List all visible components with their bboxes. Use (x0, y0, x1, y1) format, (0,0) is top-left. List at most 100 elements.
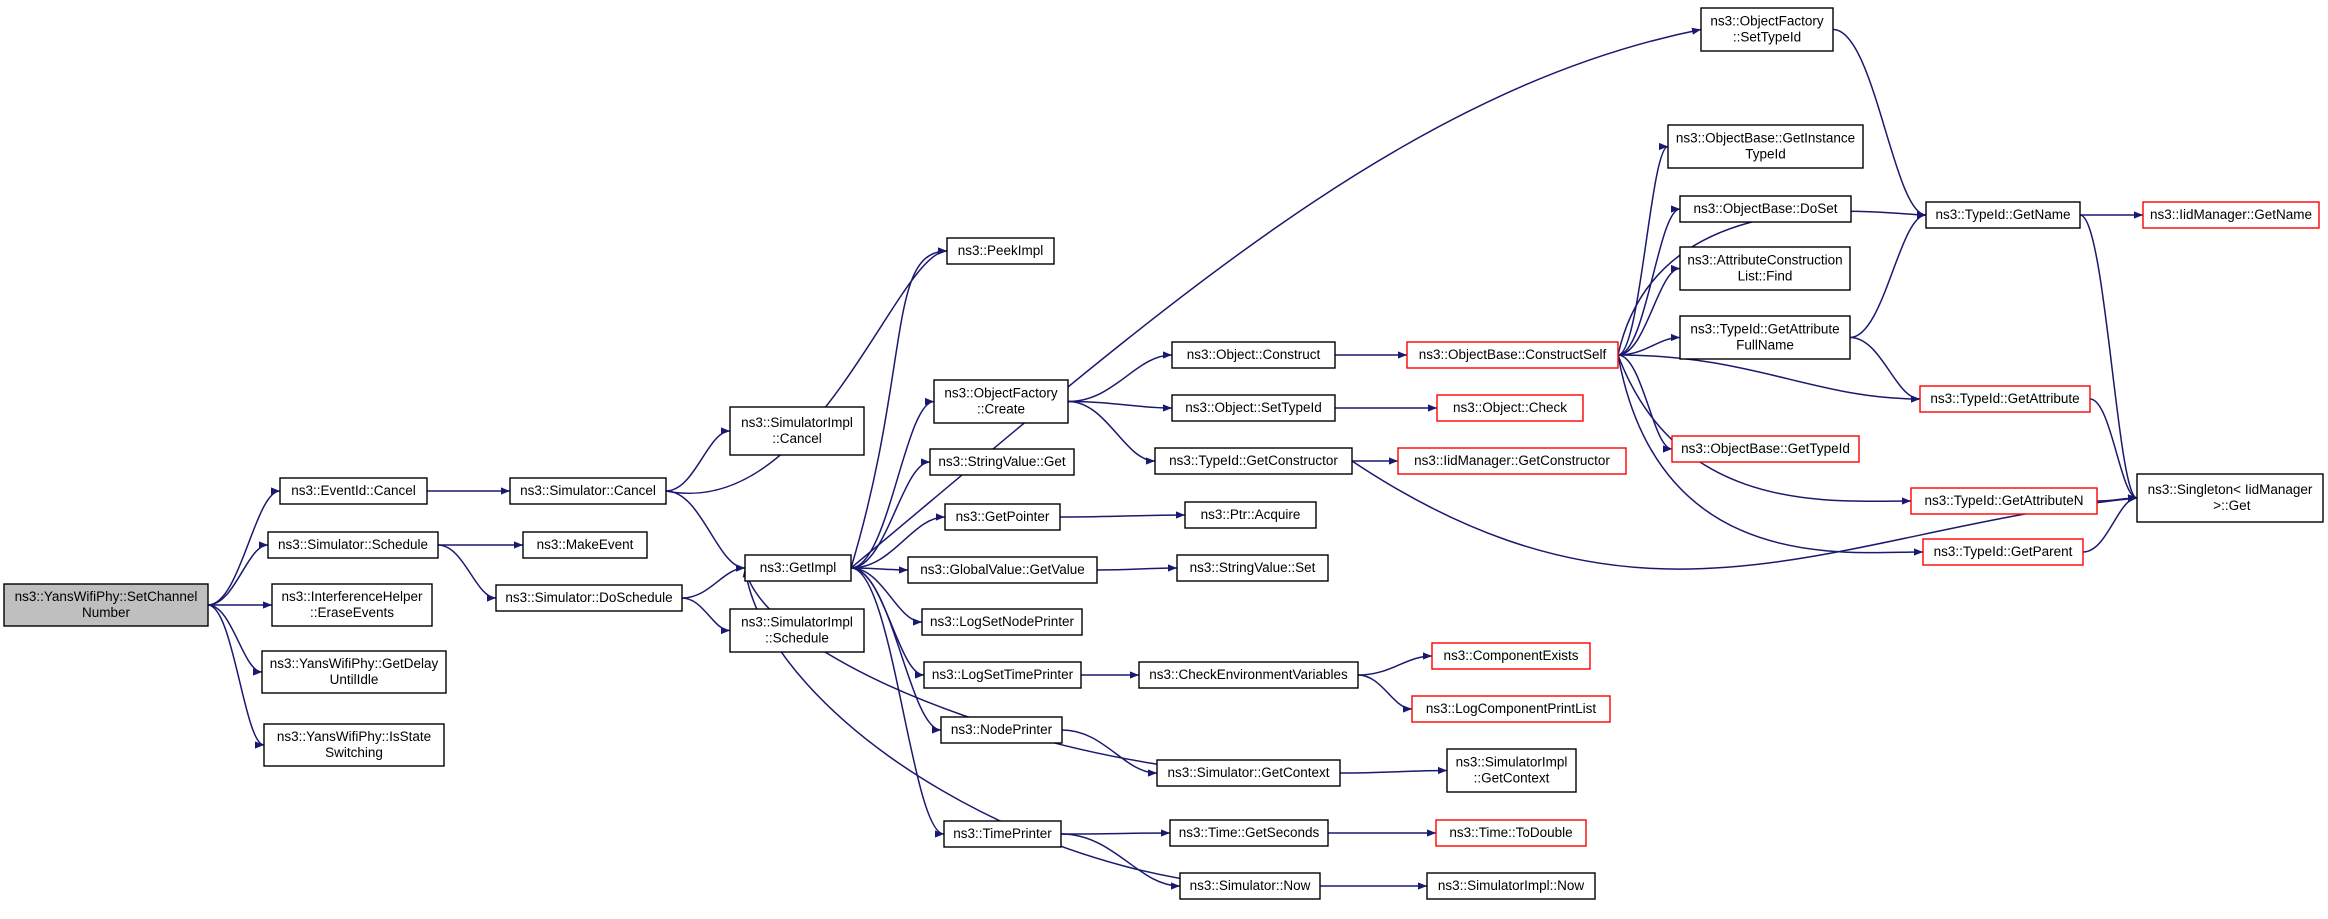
node-box[interactable] (1436, 394, 1584, 422)
graph-node-n34[interactable]: ns3::ComponentExists (1431, 642, 1591, 670)
node-box[interactable] (1925, 201, 2081, 229)
node-box[interactable] (940, 716, 1063, 744)
graph-node-n10[interactable]: ns3::GetImpl (744, 554, 852, 582)
graph-node-n43[interactable]: ns3::ObjectBase::GetTypeId (1671, 435, 1860, 463)
node-box[interactable] (1406, 341, 1619, 369)
graph-node-n45[interactable]: ns3::TypeId::GetAttribute (1919, 385, 2091, 413)
graph-node-n49[interactable]: ns3::Singleton< IidManager >::Get (2136, 473, 2324, 523)
graph-node-n37[interactable]: ns3::Time::ToDouble (1435, 819, 1587, 847)
node-box[interactable] (279, 477, 428, 505)
graph-node-n32[interactable]: ns3::Object::Check (1436, 394, 1584, 422)
graph-node-n17[interactable]: ns3::LogSetNodePrinter (921, 608, 1083, 636)
node-box[interactable] (263, 723, 445, 767)
node-box[interactable] (509, 477, 667, 505)
node-box[interactable] (1156, 759, 1341, 787)
graph-node-n7[interactable]: ns3::MakeEvent (522, 531, 648, 559)
node-box[interactable] (2142, 201, 2320, 229)
node-box[interactable] (522, 531, 648, 559)
graph-node-n21[interactable]: ns3::ObjectFactory::SetTypeId (1700, 7, 1834, 52)
node-box[interactable] (1184, 501, 1317, 529)
node-box[interactable] (1679, 195, 1852, 223)
graph-node-n46[interactable]: ns3::TypeId::GetAttributeN (1910, 487, 2098, 515)
node-box[interactable] (921, 608, 1083, 636)
node-box[interactable] (929, 448, 1075, 476)
graph-node-n15[interactable]: ns3::GetPointer (944, 503, 1061, 531)
node-box[interactable] (729, 406, 865, 456)
node-box[interactable] (1397, 447, 1627, 475)
graph-node-n48[interactable]: ns3::IidManager::GetName (2142, 201, 2320, 229)
graph-node-n22[interactable]: ns3::Object::Construct (1171, 341, 1336, 369)
node-box[interactable] (1411, 695, 1611, 723)
graph-node-n30[interactable]: ns3::Simulator::Now (1179, 872, 1321, 900)
graph-node-n6[interactable]: ns3::Simulator::Cancel (509, 477, 667, 505)
graph-node-n9[interactable]: ns3::SimulatorImpl::Cancel (729, 406, 865, 456)
graph-node-n27[interactable]: ns3::CheckEnvironmentVariables (1138, 661, 1359, 689)
graph-node-n25[interactable]: ns3::Ptr::Acquire (1184, 501, 1317, 529)
graph-node-n38[interactable]: ns3::SimulatorImpl::Now (1426, 872, 1596, 900)
graph-node-n19[interactable]: ns3::NodePrinter (940, 716, 1063, 744)
node-box[interactable] (261, 650, 447, 694)
graph-node-n12[interactable]: ns3::PeekImpl (946, 237, 1055, 265)
node-box[interactable] (744, 554, 852, 582)
node-box[interactable] (1426, 872, 1596, 900)
graph-node-n18[interactable]: ns3::LogSetTimePrinter (923, 661, 1082, 689)
node-box[interactable] (1671, 435, 1860, 463)
node-box[interactable] (1919, 385, 2091, 413)
graph-node-n11[interactable]: ns3::SimulatorImpl::Schedule (729, 608, 865, 653)
node-box[interactable] (1171, 394, 1336, 422)
graph-node-n40[interactable]: ns3::ObjectBase::DoSet (1679, 195, 1852, 223)
node-box[interactable] (1431, 642, 1591, 670)
node-box[interactable] (1176, 554, 1329, 582)
graph-node-n23[interactable]: ns3::Object::SetTypeId (1171, 394, 1336, 422)
graph-node-n36[interactable]: ns3::SimulatorImpl::GetContext (1446, 748, 1577, 793)
graph-node-n24[interactable]: ns3::TypeId::GetConstructor (1154, 447, 1353, 475)
graph-node-n47[interactable]: ns3::TypeId::GetParent (1922, 538, 2084, 566)
node-box[interactable] (946, 237, 1055, 265)
graph-node-n33[interactable]: ns3::IidManager::GetConstructor (1397, 447, 1627, 475)
node-box[interactable] (3, 583, 209, 627)
node-box[interactable] (495, 584, 683, 612)
node-box[interactable] (1679, 246, 1851, 291)
node-box[interactable] (943, 820, 1062, 848)
node-box[interactable] (1171, 341, 1336, 369)
node-box[interactable] (1700, 7, 1834, 52)
graph-node-n13[interactable]: ns3::ObjectFactory::Create (933, 379, 1069, 424)
graph-node-n16[interactable]: ns3::GlobalValue::GetValue (907, 556, 1098, 584)
node-box[interactable] (271, 583, 433, 627)
graph-node-n35[interactable]: ns3::LogComponentPrintList (1411, 695, 1611, 723)
graph-node-n28[interactable]: ns3::Simulator::GetContext (1156, 759, 1341, 787)
node-box[interactable] (1179, 872, 1321, 900)
node-box[interactable] (1446, 748, 1577, 793)
node-box[interactable] (1922, 538, 2084, 566)
graph-node-n31[interactable]: ns3::ObjectBase::ConstructSelf (1406, 341, 1619, 369)
graph-node-n44[interactable]: ns3::TypeId::GetName (1925, 201, 2081, 229)
graph-node-n8[interactable]: ns3::Simulator::DoSchedule (495, 584, 683, 612)
node-box[interactable] (923, 661, 1082, 689)
graph-node-n26[interactable]: ns3::StringValue::Set (1176, 554, 1329, 582)
graph-node-n20[interactable]: ns3::TimePrinter (943, 820, 1062, 848)
node-box[interactable] (267, 531, 439, 559)
graph-node-n1[interactable]: ns3::EventId::Cancel (279, 477, 428, 505)
graph-node-n29[interactable]: ns3::Time::GetSeconds (1169, 819, 1329, 847)
node-box[interactable] (1910, 487, 2098, 515)
node-box[interactable] (1679, 315, 1851, 360)
node-box[interactable] (1435, 819, 1587, 847)
node-box[interactable] (1169, 819, 1329, 847)
node-box[interactable] (729, 608, 865, 653)
node-box[interactable] (1138, 661, 1359, 689)
node-box[interactable] (907, 556, 1098, 584)
node-box[interactable] (1154, 447, 1353, 475)
graph-node-n3[interactable]: ns3::InterferenceHelper::EraseEvents (271, 583, 433, 627)
graph-node-n14[interactable]: ns3::StringValue::Get (929, 448, 1075, 476)
node-box[interactable] (1667, 124, 1864, 169)
graph-node-n2[interactable]: ns3::Simulator::Schedule (267, 531, 439, 559)
node-box[interactable] (933, 379, 1069, 424)
node-box[interactable] (2136, 473, 2324, 523)
node-box[interactable] (944, 503, 1061, 531)
